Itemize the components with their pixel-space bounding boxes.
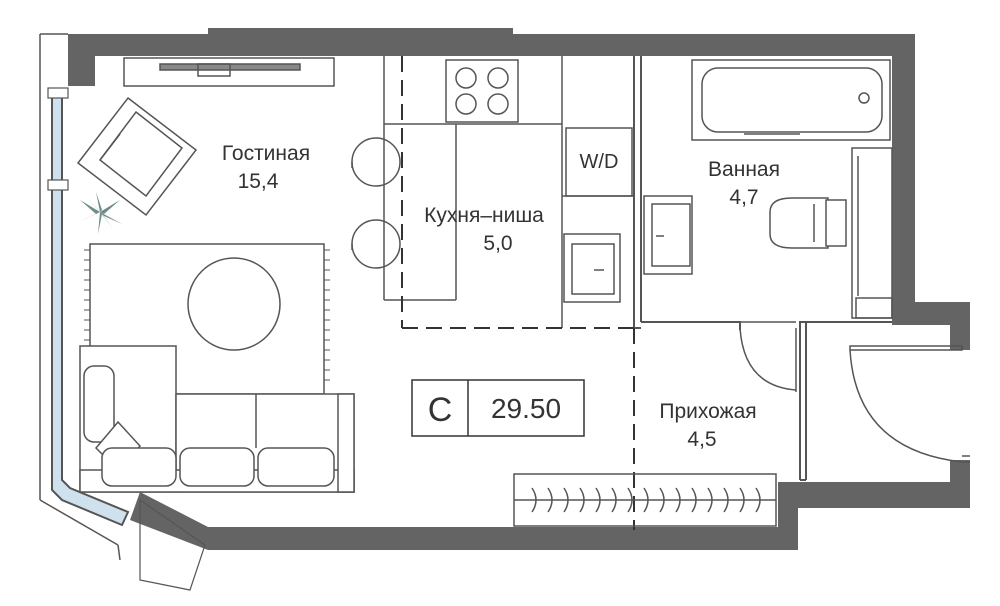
armchair bbox=[76, 96, 198, 217]
washbasin bbox=[643, 195, 693, 275]
room-area-living: 15,4 bbox=[238, 170, 279, 193]
window-glazing bbox=[39, 33, 206, 591]
toilet bbox=[769, 197, 847, 249]
sofa bbox=[79, 345, 355, 493]
apartment-type: С bbox=[428, 391, 453, 429]
room-area-kitchen: 5,0 bbox=[483, 232, 512, 255]
bar-stools bbox=[351, 137, 401, 269]
kitchen-niche-boundary bbox=[401, 56, 635, 530]
plant bbox=[78, 192, 122, 234]
apartment-total-area: 29.50 bbox=[491, 393, 561, 424]
room-name-living: Гостиная bbox=[222, 142, 310, 165]
kitchen bbox=[383, 56, 634, 328]
exterior-walls bbox=[68, 28, 970, 550]
wardrobe bbox=[513, 473, 777, 527]
doors bbox=[739, 321, 970, 463]
room-name-hallway: Прихожая bbox=[659, 400, 756, 423]
room-area-bathroom: 4,7 bbox=[729, 186, 758, 209]
room-name-bathroom: Ванная bbox=[708, 158, 780, 181]
room-name-kitchen: Кухня–ниша bbox=[424, 204, 544, 227]
apartment-badge: С 29.50 bbox=[411, 379, 585, 437]
bath-cabinet bbox=[851, 147, 893, 319]
bathtub bbox=[691, 59, 891, 141]
washer-dryer-label: W/D bbox=[580, 151, 619, 173]
room-area-hallway: 4,5 bbox=[687, 428, 716, 451]
tv-console bbox=[123, 57, 335, 87]
coffee-table bbox=[187, 257, 281, 351]
